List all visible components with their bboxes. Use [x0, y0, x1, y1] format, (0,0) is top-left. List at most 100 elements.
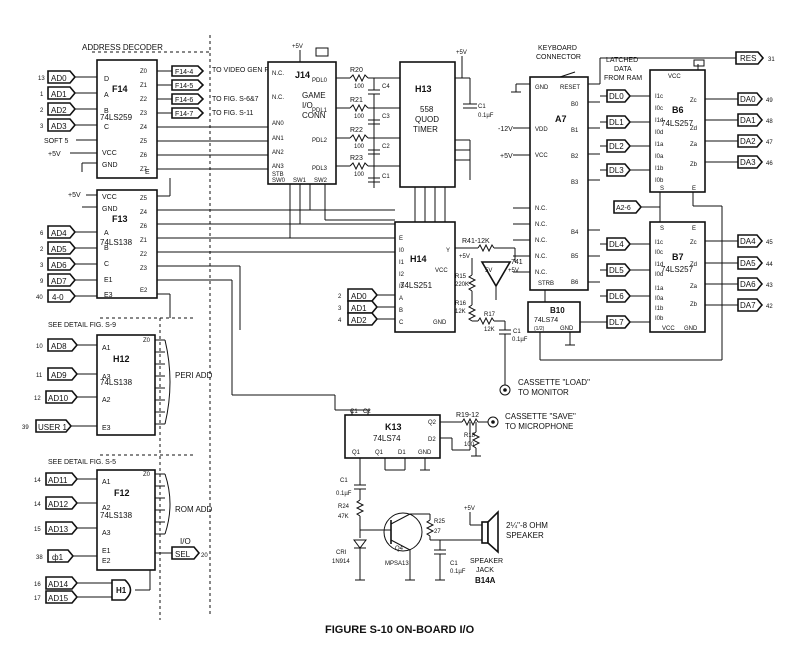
svg-text:B: B	[104, 108, 109, 115]
k13-name: K13	[385, 422, 402, 432]
svg-text:N.C.: N.C.	[272, 71, 284, 77]
svg-text:Za: Za	[690, 284, 698, 290]
svg-text:I0: I0	[399, 248, 405, 254]
f12-input-ad11: AD11	[48, 476, 68, 485]
b6-outputs: DA0 49 DA1 48 DA2 47 DA3 46	[705, 92, 773, 169]
svg-text:31: 31	[768, 57, 775, 63]
h14-name: H14	[410, 254, 427, 264]
svg-text:Q1: Q1	[352, 450, 361, 456]
cassette-save-label: CASSETTE "SAVE"	[505, 412, 576, 421]
svg-text:11: 11	[36, 373, 43, 379]
svg-text:17: 17	[34, 596, 41, 602]
svg-text:100: 100	[354, 84, 365, 90]
b6-dl3: DL3	[609, 166, 624, 175]
b7-part: 74LS257	[661, 265, 694, 274]
svg-text:46: 46	[766, 161, 773, 167]
svg-text:-12V: -12V	[498, 126, 513, 133]
address-decoder-title: ADDRESS DECODER	[82, 43, 163, 52]
svg-text:PDL2: PDL2	[312, 138, 328, 144]
svg-text:A3: A3	[102, 530, 111, 537]
svg-text:C4: C4	[382, 84, 390, 90]
svg-text:12: 12	[34, 396, 41, 402]
svg-text:+5V: +5V	[459, 254, 470, 260]
h12-input-ad8: AD8	[51, 342, 67, 351]
b7-outputs: DA4 45 DA5 44 DA6 43 DA7 42	[705, 234, 773, 312]
latched-line-1: LATCHED	[606, 57, 638, 64]
svg-text:+5V: +5V	[292, 44, 303, 50]
b7-dl-inputs: DL4 DL5 DL6 DL7	[580, 237, 650, 329]
b6-name: B6	[672, 105, 684, 115]
k13-flipflop: K13 74LS74 C1 C2 Q2 D2 Q1 Q1 D1 GND	[335, 409, 471, 485]
pdl3-rc: R23 100 C1	[336, 155, 400, 183]
svg-text:4: 4	[338, 318, 342, 324]
svg-text:E: E	[399, 236, 403, 242]
svg-text:3: 3	[40, 124, 44, 130]
io-label: I/O	[180, 537, 191, 546]
svg-text:10: 10	[36, 344, 43, 350]
svg-text:+5V: +5V	[464, 506, 475, 512]
f14-5-tag: F14-5	[175, 83, 193, 90]
svg-text:N.C.: N.C.	[535, 206, 547, 212]
f14-name: F14	[112, 84, 128, 94]
svg-text:45: 45	[766, 240, 773, 246]
svg-text:R17: R17	[484, 312, 496, 318]
svg-text:Z5: Z5	[140, 196, 148, 202]
b6-out-da3: DA3	[740, 158, 756, 167]
k13-part: 74LS74	[373, 434, 401, 443]
a7-keyboard-connector: KEYBOARD CONNECTOR A7 GND VDD VCC N.C. N…	[498, 45, 775, 291]
svg-text:C2: C2	[363, 409, 371, 415]
f12-chip: SEE DETAIL FIG. S-5 F12 74LS138 A1 A2 A3…	[48, 459, 213, 571]
b7-out-da7: DA7	[740, 301, 756, 310]
f13-outputs	[157, 178, 395, 410]
svg-text:N.C.: N.C.	[535, 222, 547, 228]
f13-input-ad7: AD7	[51, 277, 67, 286]
h12-inputs: AD8 10 AD9 11 AD10 12 USER 1 39	[22, 338, 97, 433]
b7-dl4: DL4	[609, 240, 624, 249]
svg-text:I0d: I0d	[655, 272, 663, 278]
svg-text:C1: C1	[382, 174, 390, 180]
svg-text:Zd: Zd	[690, 262, 697, 268]
svg-text:Z6: Z6	[140, 224, 148, 230]
svg-text:R21: R21	[350, 97, 363, 104]
speaker-size-label: 2¼"-8 OHM	[506, 521, 548, 530]
svg-text:C1: C1	[350, 409, 358, 415]
svg-text:558: 558	[420, 105, 434, 114]
svg-text:R20: R20	[350, 67, 363, 74]
svg-text:VCC: VCC	[435, 268, 448, 274]
svg-text:48: 48	[766, 119, 773, 125]
opamp-741: 741	[511, 259, 523, 266]
h14-input-ad2: AD2	[351, 316, 367, 325]
svg-text:VCC: VCC	[662, 326, 675, 332]
svg-text:13: 13	[38, 76, 45, 82]
svg-text:CONN: CONN	[302, 111, 326, 120]
sel-tag: SEL	[175, 550, 191, 559]
svg-text:(1/2): (1/2)	[534, 326, 545, 332]
f14-part: 74LS259	[100, 113, 133, 122]
svg-text:100: 100	[354, 144, 365, 150]
latched-line-2: DATA	[614, 66, 632, 73]
svg-text:Zc: Zc	[690, 240, 697, 246]
svg-text:Z5: Z5	[140, 139, 148, 145]
h14-input-ad1: AD1	[351, 304, 367, 313]
b14a-label: B14A	[475, 576, 496, 585]
svg-text:B6: B6	[571, 280, 579, 286]
svg-text:C: C	[399, 320, 404, 326]
svg-text:VCC: VCC	[102, 194, 117, 201]
pdl1-rc: R21 100 C3	[336, 97, 400, 125]
b6-out-da1: DA1	[740, 116, 756, 125]
svg-text:40: 40	[36, 295, 43, 301]
f14-input-ad3: AD3	[51, 122, 67, 131]
svg-text:GND: GND	[418, 450, 432, 456]
svg-text:MPSA13: MPSA13	[385, 561, 409, 567]
svg-text:0.1µF: 0.1µF	[478, 113, 494, 119]
b10-part: 74LS74	[534, 317, 558, 324]
f13-part: 74LS138	[100, 238, 133, 247]
f13-chip: F13 74LS138 VCC GND A B C E1 E3 Z5 Z4 Z6…	[96, 189, 158, 299]
svg-text:D: D	[104, 76, 109, 83]
a7-name: A7	[555, 114, 567, 124]
svg-text:PDL3: PDL3	[312, 166, 328, 172]
svg-text:B: B	[399, 308, 403, 314]
svg-text:Z0: Z0	[143, 472, 151, 478]
h14-input-ad0: AD0	[351, 292, 367, 301]
svg-text:R16: R16	[455, 301, 467, 307]
